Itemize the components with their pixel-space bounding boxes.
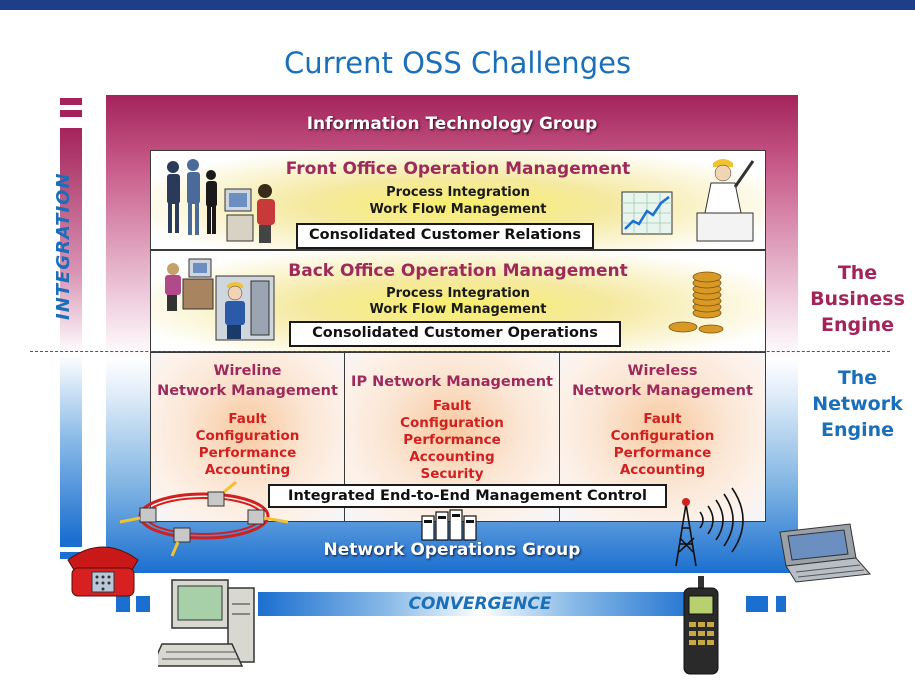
business-engine-line: Business xyxy=(810,288,905,310)
net-function: Configuration xyxy=(195,428,300,444)
computer-user-icon xyxy=(224,184,275,243)
presenter-woman-icon xyxy=(696,159,755,242)
pc-computer-icon xyxy=(158,579,255,667)
net-function: Fault xyxy=(643,411,682,427)
net-function: Performance xyxy=(613,445,712,461)
net-function: Fault xyxy=(228,411,267,427)
red-phone-icon xyxy=(67,546,139,597)
back-office-line: Process Integration xyxy=(386,286,530,301)
net-function: Performance xyxy=(198,445,297,461)
front-office-box: Front Office Operation Management Proces… xyxy=(150,150,766,250)
network-engine-label: The Network Engine xyxy=(800,365,915,443)
coins-icon xyxy=(668,271,724,334)
net-function: Configuration xyxy=(400,415,504,431)
it-group-label: Information Technology Group xyxy=(306,114,598,134)
mobile-phone-icon xyxy=(683,576,719,675)
business-engine-line: Engine xyxy=(820,314,895,336)
front-office-line: Process Integration xyxy=(386,185,530,200)
integration-label: INTEGRATION xyxy=(53,172,74,320)
business-engine-label: The Business Engine xyxy=(800,260,915,338)
net-function: Configuration xyxy=(610,428,715,444)
integration-stub xyxy=(60,552,82,559)
integration-stub xyxy=(60,110,82,117)
business-people-icon xyxy=(167,159,217,235)
net-function: Security xyxy=(420,466,484,482)
front-office-heading: Front Office Operation Management xyxy=(285,159,631,179)
convergence-square xyxy=(776,596,786,612)
front-office-line: Work Flow Management xyxy=(369,202,547,217)
convergence-square xyxy=(136,596,150,612)
net-function: Fault xyxy=(432,398,472,414)
consolidated-customer-relations: Consolidated Customer Relations xyxy=(296,223,594,249)
network-engine-line: Network xyxy=(812,393,903,415)
consolidated-customer-operations: Consolidated Customer Operations xyxy=(289,321,621,347)
technician-icon xyxy=(215,275,275,341)
handheld-device-icon xyxy=(779,523,872,583)
integration-stub xyxy=(60,540,82,547)
business-engine-line: The xyxy=(837,262,878,284)
net-function: Accounting xyxy=(204,462,291,478)
convergence-square xyxy=(746,596,768,612)
net-title-line: Wireline xyxy=(213,363,282,379)
end-to-end-management-box: Integrated End-to-End Management Control xyxy=(268,484,667,508)
stock-chart-icon xyxy=(621,191,673,235)
integration-stub xyxy=(60,98,82,105)
top-bar xyxy=(0,0,915,10)
net-function: Accounting xyxy=(409,449,495,465)
engine-divider xyxy=(30,351,890,352)
network-engine-line: Engine xyxy=(820,419,895,441)
office-worker-icon xyxy=(165,258,214,311)
net-title-line: Wireless xyxy=(627,363,698,379)
convergence-label: CONVERGENCE xyxy=(408,594,552,614)
net-title-line: IP Network Management xyxy=(351,374,553,390)
net-title-line: Network Management xyxy=(572,383,753,399)
servers-icon xyxy=(421,509,477,541)
convergence-arrow-bar xyxy=(258,592,702,616)
net-function: Accounting xyxy=(619,462,706,478)
convergence-square xyxy=(116,596,130,612)
net-function: Performance xyxy=(403,432,501,448)
integration-arrow-bar xyxy=(60,128,82,540)
radio-tower-icon xyxy=(675,487,744,567)
net-title-line: Network Management xyxy=(157,383,338,399)
back-office-line: Work Flow Management xyxy=(369,302,547,317)
network-engine-line: The xyxy=(837,367,878,389)
back-office-heading: Back Office Operation Management xyxy=(288,261,628,281)
back-office-box: Back Office Operation Management Process… xyxy=(150,250,766,352)
network-operations-group-label: Network Operations Group xyxy=(323,540,581,560)
page-title: Current OSS Challenges xyxy=(283,46,632,80)
ring-network-icon xyxy=(119,480,289,557)
